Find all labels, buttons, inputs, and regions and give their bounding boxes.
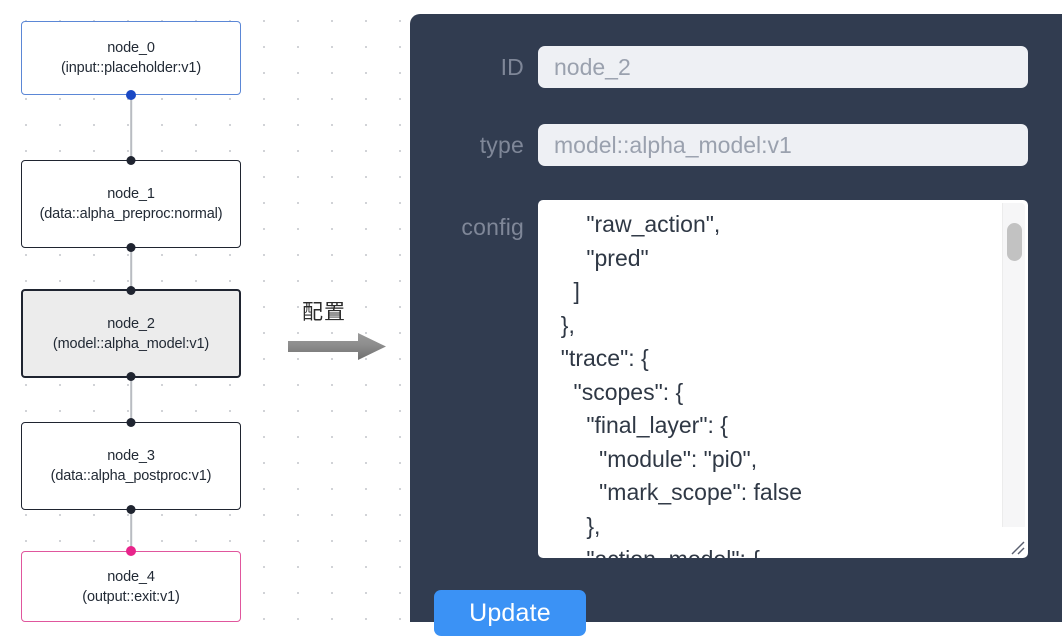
node-title: node_3 bbox=[107, 448, 155, 464]
node-subtitle: (data::alpha_postproc:v1) bbox=[50, 468, 212, 484]
id-input[interactable] bbox=[538, 46, 1028, 88]
edge-node_1-node_2 bbox=[130, 247, 132, 293]
node-config-panel: ID type config Update bbox=[410, 14, 1062, 636]
node-subtitle: (input::placeholder:v1) bbox=[60, 60, 202, 76]
node-handle-top[interactable] bbox=[126, 286, 136, 295]
graph-node-node_0[interactable]: node_0 (input::placeholder:v1) bbox=[21, 21, 241, 100]
node-title: node_0 bbox=[107, 40, 155, 56]
node-handle-bottom[interactable] bbox=[126, 505, 136, 514]
node-subtitle: (output::exit:v1) bbox=[82, 588, 180, 605]
config-field-label: config bbox=[461, 214, 524, 240]
edge-node_3-node_4 bbox=[130, 508, 132, 553]
node-handle-bottom[interactable] bbox=[126, 90, 136, 100]
node-handle-top[interactable] bbox=[126, 156, 136, 165]
node-subtitle: (model::alpha_model:v1) bbox=[52, 335, 210, 352]
node-subtitle: (data::alpha_preproc:normal) bbox=[39, 206, 223, 222]
update-button[interactable]: Update bbox=[434, 590, 586, 636]
field-row-type: type bbox=[420, 124, 1028, 166]
right-arrow-icon bbox=[288, 333, 386, 360]
type-input[interactable] bbox=[538, 124, 1028, 166]
graph-node-node_4[interactable]: node_4 (output::exit:v1) bbox=[21, 546, 241, 622]
config-textarea-wrapper bbox=[538, 200, 1028, 558]
edge-node_2-node_3 bbox=[130, 376, 132, 424]
id-field-label: ID bbox=[500, 53, 524, 80]
node-handle-top[interactable] bbox=[126, 418, 136, 427]
type-field-label: type bbox=[479, 131, 524, 158]
node-handle-top[interactable] bbox=[126, 546, 136, 556]
node-title: node_4 bbox=[107, 568, 155, 585]
graph-node-node_3[interactable]: node_3 (data::alpha_postproc:v1) bbox=[21, 418, 241, 514]
config-textarea[interactable] bbox=[538, 200, 1028, 558]
annotation-label: 配置 bbox=[302, 301, 346, 324]
graph-node-node_2[interactable]: node_2 (model::alpha_model:v1) bbox=[21, 286, 241, 381]
node-handle-bottom[interactable] bbox=[126, 372, 136, 381]
annotation-arrow-group: 配置 bbox=[288, 296, 398, 362]
config-textarea-scrollbar-thumb[interactable] bbox=[1007, 223, 1022, 261]
edge-node_0-node_1 bbox=[130, 92, 132, 160]
field-row-id: ID bbox=[420, 46, 1028, 88]
node-title: node_2 bbox=[107, 315, 155, 332]
config-textarea-scrollbar[interactable] bbox=[1002, 203, 1025, 527]
graph-node-node_1[interactable]: node_1 (data::alpha_preproc:normal) bbox=[21, 156, 241, 252]
resize-grip-icon[interactable] bbox=[1008, 538, 1026, 556]
field-row-config: config bbox=[420, 200, 1028, 558]
node-handle-bottom[interactable] bbox=[126, 243, 136, 252]
node-title: node_1 bbox=[107, 186, 155, 202]
